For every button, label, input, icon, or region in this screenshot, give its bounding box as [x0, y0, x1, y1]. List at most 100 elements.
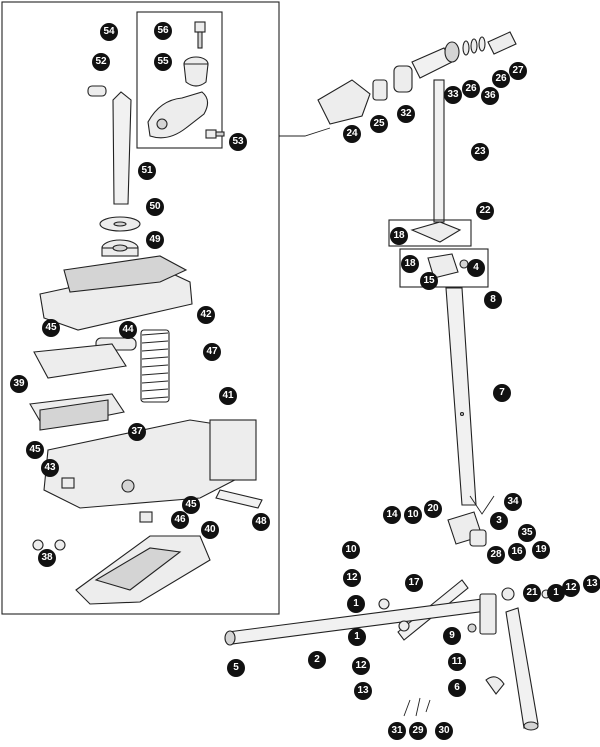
part-39-lower-jaw [29, 393, 125, 431]
part-51-rod [112, 91, 132, 205]
callout-14: 14 [383, 506, 401, 524]
inset-connector [279, 127, 331, 137]
callout-20: 20 [424, 500, 442, 518]
callout-43: 43 [41, 459, 59, 477]
part-33-gear [444, 41, 460, 63]
part-42-upper-jaw [39, 255, 193, 331]
callout-27: 27 [509, 62, 527, 80]
callout-45: 45 [182, 496, 200, 514]
part-53-screw [205, 129, 225, 139]
callout-38: 38 [38, 549, 56, 567]
callout-49: 49 [146, 231, 164, 249]
callout-4: 4 [467, 259, 485, 277]
callout-52: 52 [92, 53, 110, 71]
callout-11: 11 [448, 653, 466, 671]
callout-26: 26 [462, 80, 480, 98]
callout-10: 10 [342, 541, 360, 559]
part-26-36-washers [462, 36, 486, 56]
callout-12: 12 [352, 657, 370, 675]
callout-45: 45 [26, 441, 44, 459]
callout-24: 24 [343, 125, 361, 143]
part-38-clips [32, 539, 66, 551]
part-52-pin [87, 85, 107, 97]
callout-33: 33 [444, 86, 462, 104]
callout-54: 54 [100, 23, 118, 41]
part-25-ring [372, 79, 388, 101]
callout-31: 31 [388, 722, 406, 740]
callout-44: 44 [119, 321, 137, 339]
callout-15: 15 [420, 272, 438, 290]
part-50-washer [99, 216, 141, 232]
callout-8: 8 [484, 291, 502, 309]
part-22-bracket [388, 219, 472, 247]
part-49-nut [101, 239, 139, 257]
callout-5: 5 [227, 659, 245, 677]
part-48-pin [215, 489, 263, 509]
part-27-handle [487, 31, 517, 55]
callout-7: 7 [493, 384, 511, 402]
callout-45: 45 [42, 319, 60, 337]
part-8-collar-assembly [399, 248, 489, 288]
callout-12: 12 [343, 569, 361, 587]
inset-54-frame [136, 11, 223, 149]
callout-25: 25 [370, 115, 388, 133]
part-41-body [43, 419, 257, 509]
callout-36: 36 [481, 87, 499, 105]
callout-34: 34 [504, 493, 522, 511]
part-6-clamp [485, 676, 505, 695]
callout-6: 6 [448, 679, 466, 697]
clamp-detail-frame [1, 1, 280, 615]
callout-42: 42 [197, 306, 215, 324]
callout-39: 39 [10, 375, 28, 393]
callout-1: 1 [547, 584, 565, 602]
callout-30: 30 [435, 722, 453, 740]
callout-12: 12 [562, 579, 580, 597]
callout-51: 51 [138, 162, 156, 180]
part-32-sleeve [393, 65, 413, 93]
callout-48: 48 [252, 513, 270, 531]
part-45-jaw-insert [33, 343, 127, 379]
callout-40: 40 [201, 521, 219, 539]
callout-28: 28 [487, 546, 505, 564]
callout-10: 10 [404, 506, 422, 524]
callout-16: 16 [508, 543, 526, 561]
part-29-30-31-pins [403, 697, 431, 717]
part-40-jaw-pad [75, 535, 211, 605]
callout-19: 19 [532, 541, 550, 559]
part-9-bracket [467, 593, 497, 635]
part-54-lever [147, 91, 209, 139]
callout-21: 21 [523, 584, 541, 602]
callout-46: 46 [171, 511, 189, 529]
callout-13: 13 [583, 575, 600, 593]
part-3-connector [469, 529, 487, 547]
callout-29: 29 [409, 722, 427, 740]
callout-18: 18 [401, 255, 419, 273]
part-47-spring [140, 329, 170, 403]
callout-23: 23 [471, 143, 489, 161]
part-46-screw [139, 511, 153, 523]
part-34-clip [469, 495, 495, 515]
part-43-screw [61, 477, 75, 489]
callout-2: 2 [308, 651, 326, 669]
callout-50: 50 [146, 198, 164, 216]
callout-56: 56 [154, 22, 172, 40]
callout-1: 1 [348, 628, 366, 646]
callout-35: 35 [518, 524, 536, 542]
callout-1: 1 [347, 595, 365, 613]
callout-47: 47 [203, 343, 221, 361]
callout-41: 41 [219, 387, 237, 405]
callout-18: 18 [390, 227, 408, 245]
callout-3: 3 [490, 512, 508, 530]
callout-53: 53 [229, 133, 247, 151]
callout-13: 13 [354, 682, 372, 700]
callout-32: 32 [397, 105, 415, 123]
callout-9: 9 [443, 627, 461, 645]
callout-17: 17 [405, 574, 423, 592]
callout-26: 26 [492, 70, 510, 88]
part-19-leg [505, 607, 539, 731]
callout-37: 37 [128, 423, 146, 441]
callout-55: 55 [154, 53, 172, 71]
part-56-screw [194, 21, 206, 49]
